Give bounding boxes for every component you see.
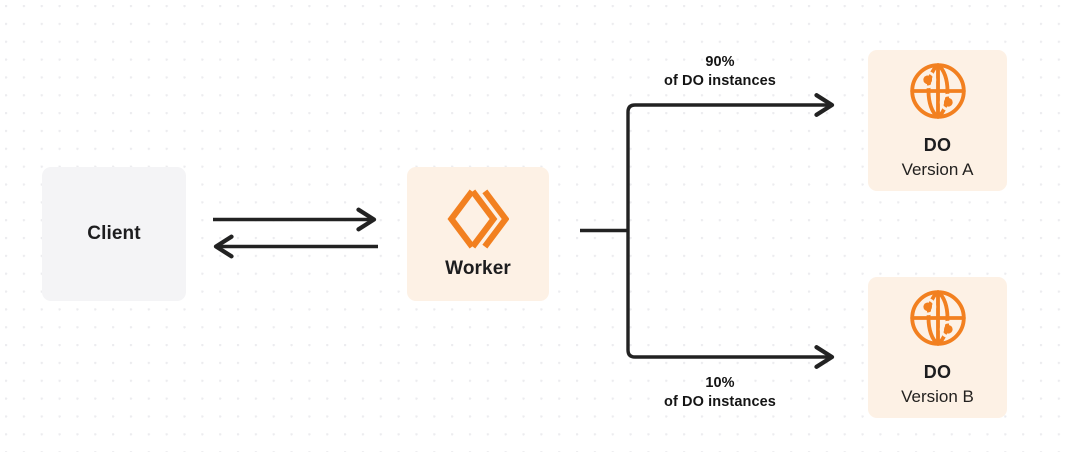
node-do-b-sublabel: Version B <box>901 386 974 406</box>
edge-label-top-percent: 90% <box>705 54 735 70</box>
node-client: Client <box>42 167 186 301</box>
globe-icon <box>908 288 968 362</box>
node-do-version-a: DO Version A <box>868 50 1007 191</box>
node-client-label: Client <box>87 223 141 245</box>
edge-branch-to-do-a <box>626 93 835 231</box>
edge-label-bottom: 10% of DO instances <box>627 374 813 413</box>
node-do-b-label: DO <box>923 362 952 383</box>
edge-branch-to-do-b <box>626 230 835 369</box>
node-do-version-b: DO Version B <box>868 277 1007 418</box>
node-do-a-label: DO <box>923 135 952 156</box>
globe-icon <box>908 61 968 135</box>
edge-label-bottom-caption: of DO instances <box>664 394 776 411</box>
node-do-a-sublabel: Version A <box>901 159 974 179</box>
edge-label-top-caption: of DO instances <box>664 73 776 90</box>
worker-chevrons-icon <box>447 188 509 258</box>
edge-label-bottom-percent: 10% <box>705 375 735 391</box>
edge-label-top: 90% of DO instances <box>627 53 813 92</box>
node-worker: Worker <box>407 167 549 301</box>
node-worker-label: Worker <box>445 258 511 280</box>
